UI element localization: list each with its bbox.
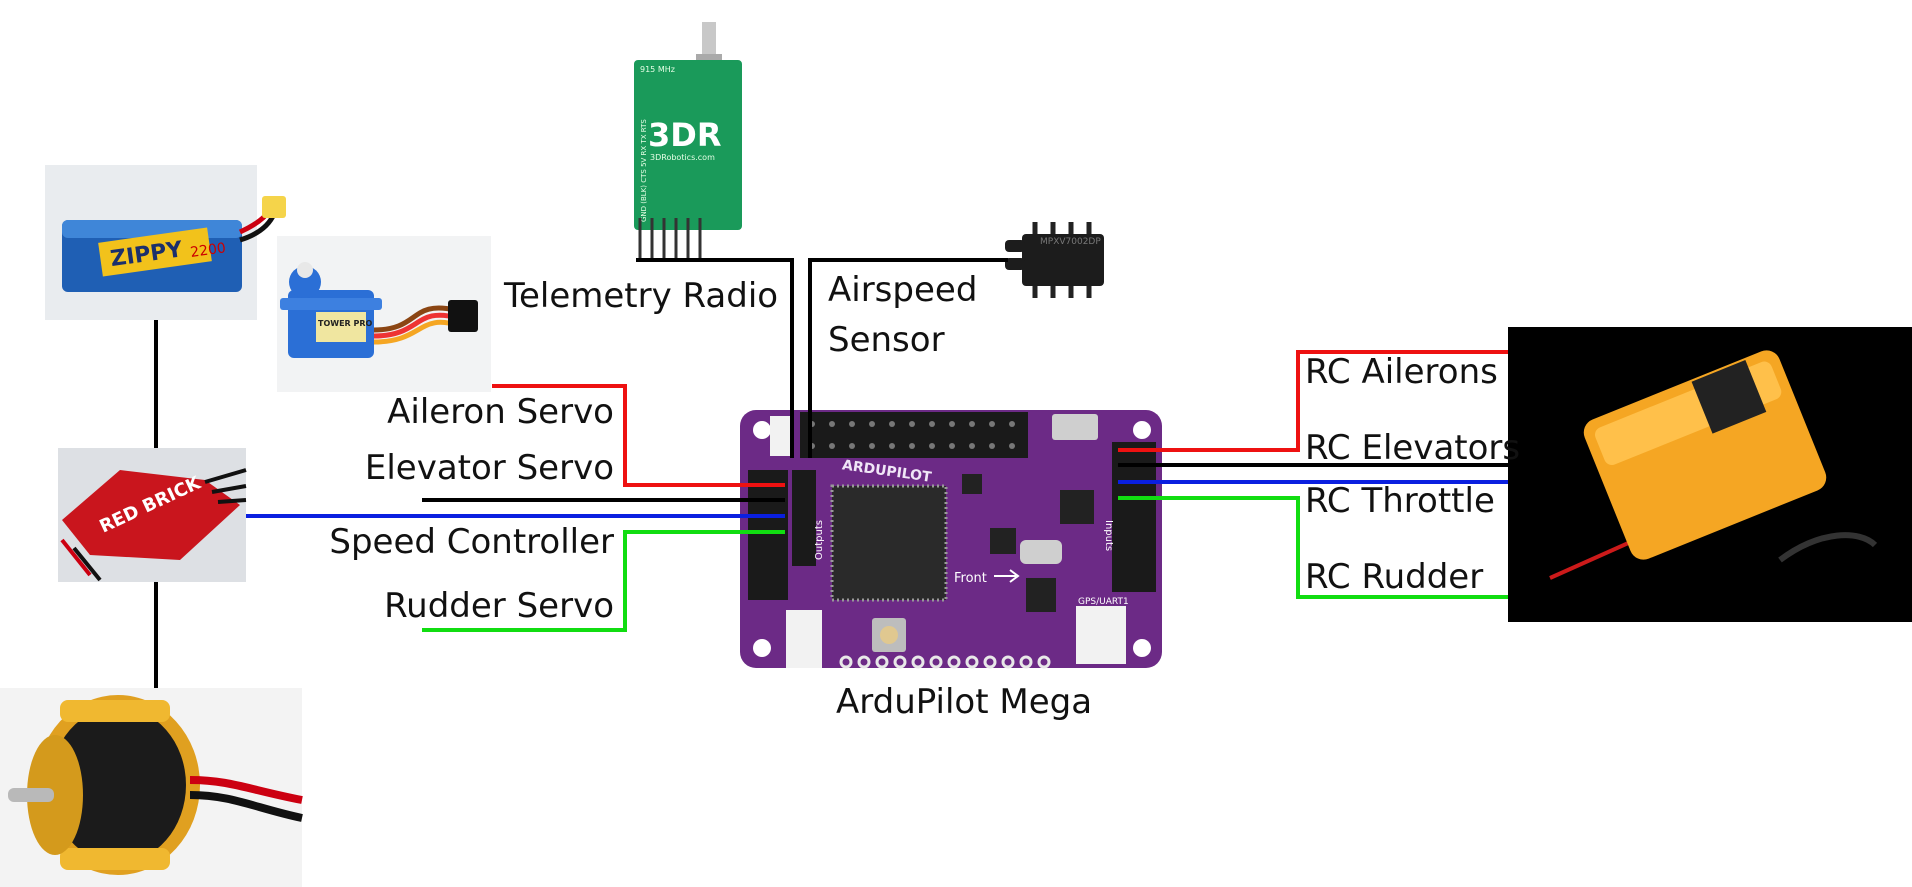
radio-pins-text: GND (BLK) CTS 5V RX TX RTS — [640, 119, 648, 222]
battery-image: ZIPPY 2200 — [45, 165, 286, 320]
radio-logo-text: 3DR — [648, 116, 721, 154]
motor-image — [0, 688, 302, 887]
airspeed-sensor-label-line1: Airspeed — [828, 270, 977, 310]
rudder-servo-label: Rudder Servo — [330, 586, 614, 626]
board-outputs-text: Outputs — [814, 520, 825, 560]
rc-ailerons-label: RC Ailerons — [1305, 352, 1498, 392]
aileron-servo-label: Aileron Servo — [330, 392, 614, 432]
board-inputs-text: Inputs — [1103, 520, 1114, 551]
rc-rudder-label: RC Rudder — [1305, 557, 1483, 597]
speed-controller-label: Speed Controller — [300, 522, 614, 562]
board-front-text: Front — [954, 571, 987, 586]
rc-receiver-image — [1508, 327, 1912, 622]
telemetry-radio-image: 915 MHz 3DR 3DRobotics.com GND (BLK) CTS… — [634, 22, 742, 262]
esc-image: RED BRICK — [58, 448, 246, 582]
ardupilot-mega-label: ArduPilot Mega — [836, 682, 1092, 722]
airspeed-sensor-image: MPXV7002DP — [1005, 222, 1104, 298]
radio-site-text: 3DRobotics.com — [650, 153, 715, 162]
elevator-servo-label: Elevator Servo — [330, 448, 614, 488]
servo-brand-text: TOWER PRO — [318, 319, 373, 328]
rc-throttle-label: RC Throttle — [1305, 481, 1495, 521]
ardupilot-board-image: ARDUPILOT Front Outputs Inputs GPS/UART1 — [740, 410, 1162, 668]
airspeed-sensor-label-line2: Sensor — [828, 320, 945, 360]
telemetry-radio-label: Telemetry Radio — [504, 276, 778, 316]
rc-elevators-label: RC Elevators — [1305, 428, 1520, 468]
radio-freq-text: 915 MHz — [640, 65, 675, 74]
sensor-part-text: MPXV7002DP — [1040, 237, 1101, 247]
servo-image: TOWER PRO — [277, 236, 491, 392]
board-gps-text: GPS/UART1 — [1078, 597, 1129, 607]
